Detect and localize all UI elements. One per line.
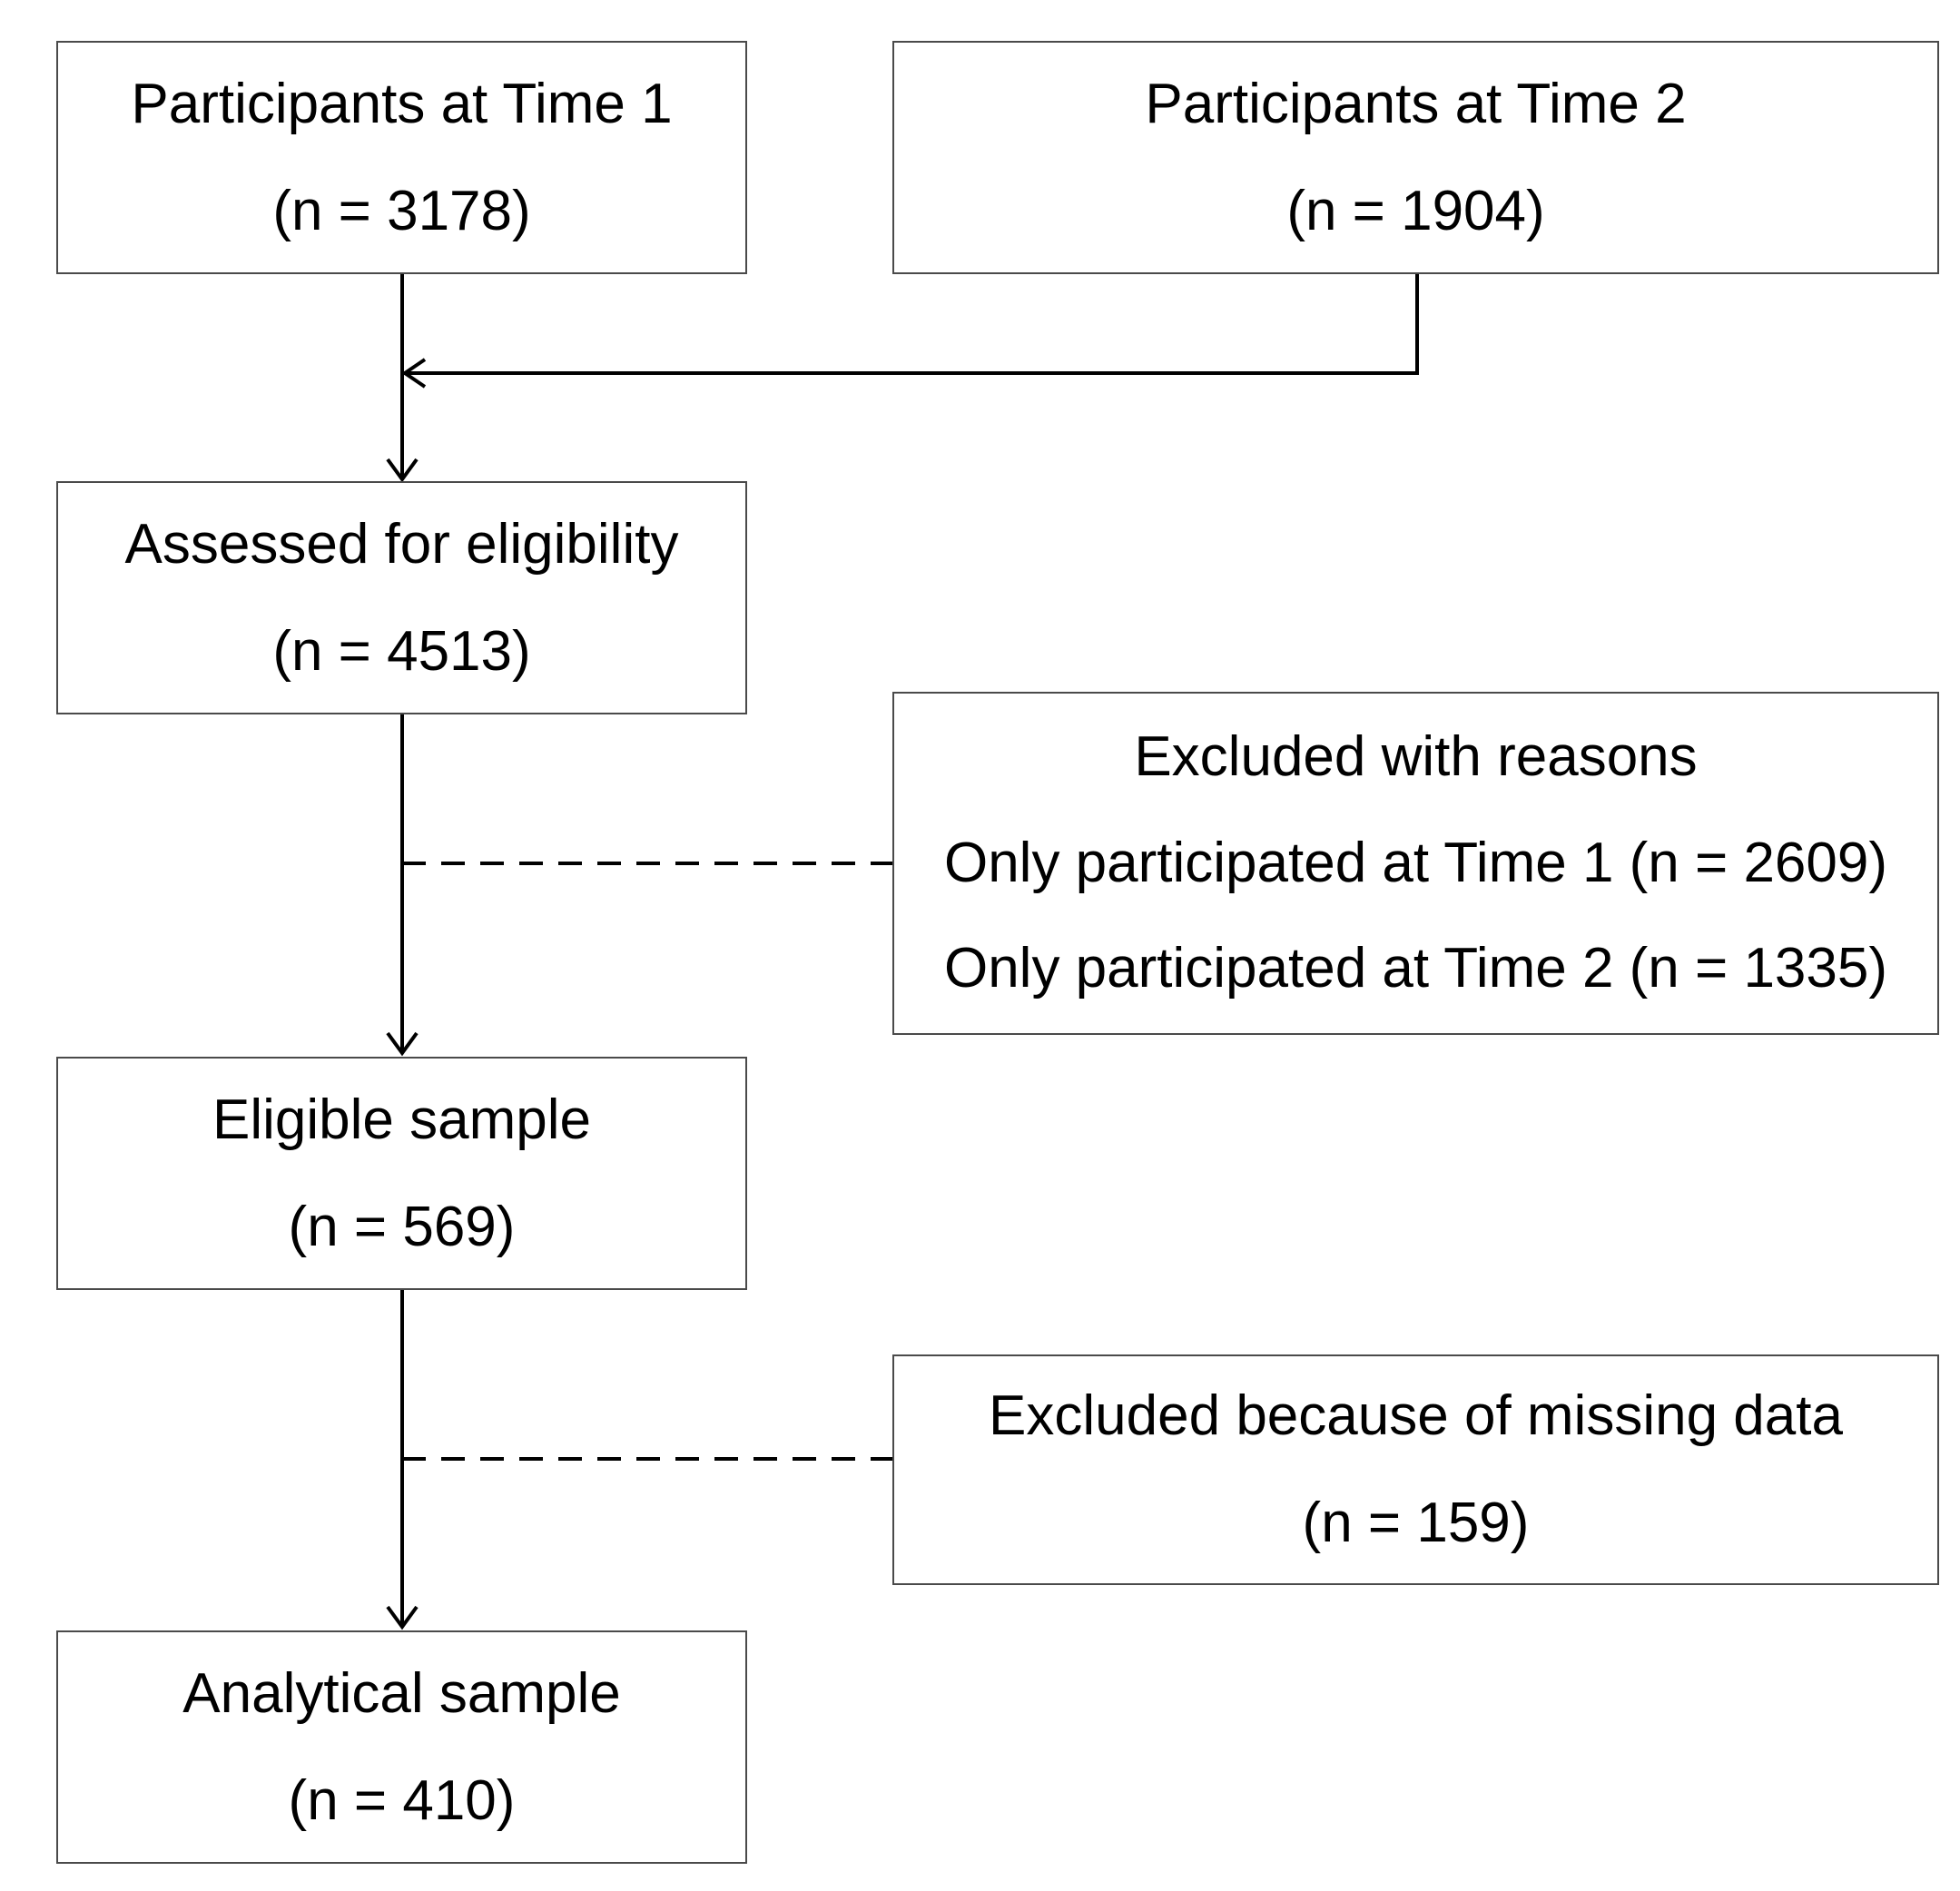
box-title: Excluded because of missing data: [989, 1384, 1843, 1448]
arrowhead-down-icon: [386, 1031, 419, 1057]
box-analytical-sample: Analytical sample (n = 410): [56, 1630, 747, 1864]
connector-time2-to-main: [402, 272, 1419, 375]
box-assessed-eligibility: Assessed for eligibility (n = 4513): [56, 481, 747, 714]
exclusion-reason-time2: Only participated at Time 2 (n = 1335): [943, 937, 1888, 1000]
box-title: Assessed for eligibility: [124, 512, 679, 576]
box-participants-time2: Participants at Time 2 (n = 1904): [892, 41, 1939, 274]
box-count: (n = 3178): [272, 179, 531, 242]
arrowhead-down-icon: [386, 458, 419, 483]
box-eligible-sample: Eligible sample (n = 569): [56, 1057, 747, 1290]
box-title: Analytical sample: [182, 1661, 621, 1725]
box-count: (n = 1904): [1286, 179, 1545, 242]
box-count: (n = 569): [288, 1195, 516, 1258]
arrowhead-down-icon: [386, 1605, 419, 1630]
box-excluded-with-reasons: Excluded with reasons Only participated …: [892, 692, 1939, 1035]
box-title: Eligible sample: [212, 1088, 591, 1151]
box-participants-time1: Participants at Time 1 (n = 3178): [56, 41, 747, 274]
arrowhead-left-icon: [401, 358, 427, 389]
exclusion-reason-time1: Only participated at Time 1 (n = 2609): [943, 831, 1888, 894]
box-count: (n = 410): [288, 1768, 516, 1832]
box-excluded-missing-data: Excluded because of missing data (n = 15…: [892, 1354, 1939, 1585]
box-title: Excluded with reasons: [1134, 725, 1698, 789]
box-count: (n = 159): [1302, 1492, 1530, 1554]
box-title: Participants at Time 1: [131, 72, 673, 135]
box-title: Participants at Time 2: [1145, 72, 1687, 135]
box-count: (n = 4513): [272, 619, 531, 683]
